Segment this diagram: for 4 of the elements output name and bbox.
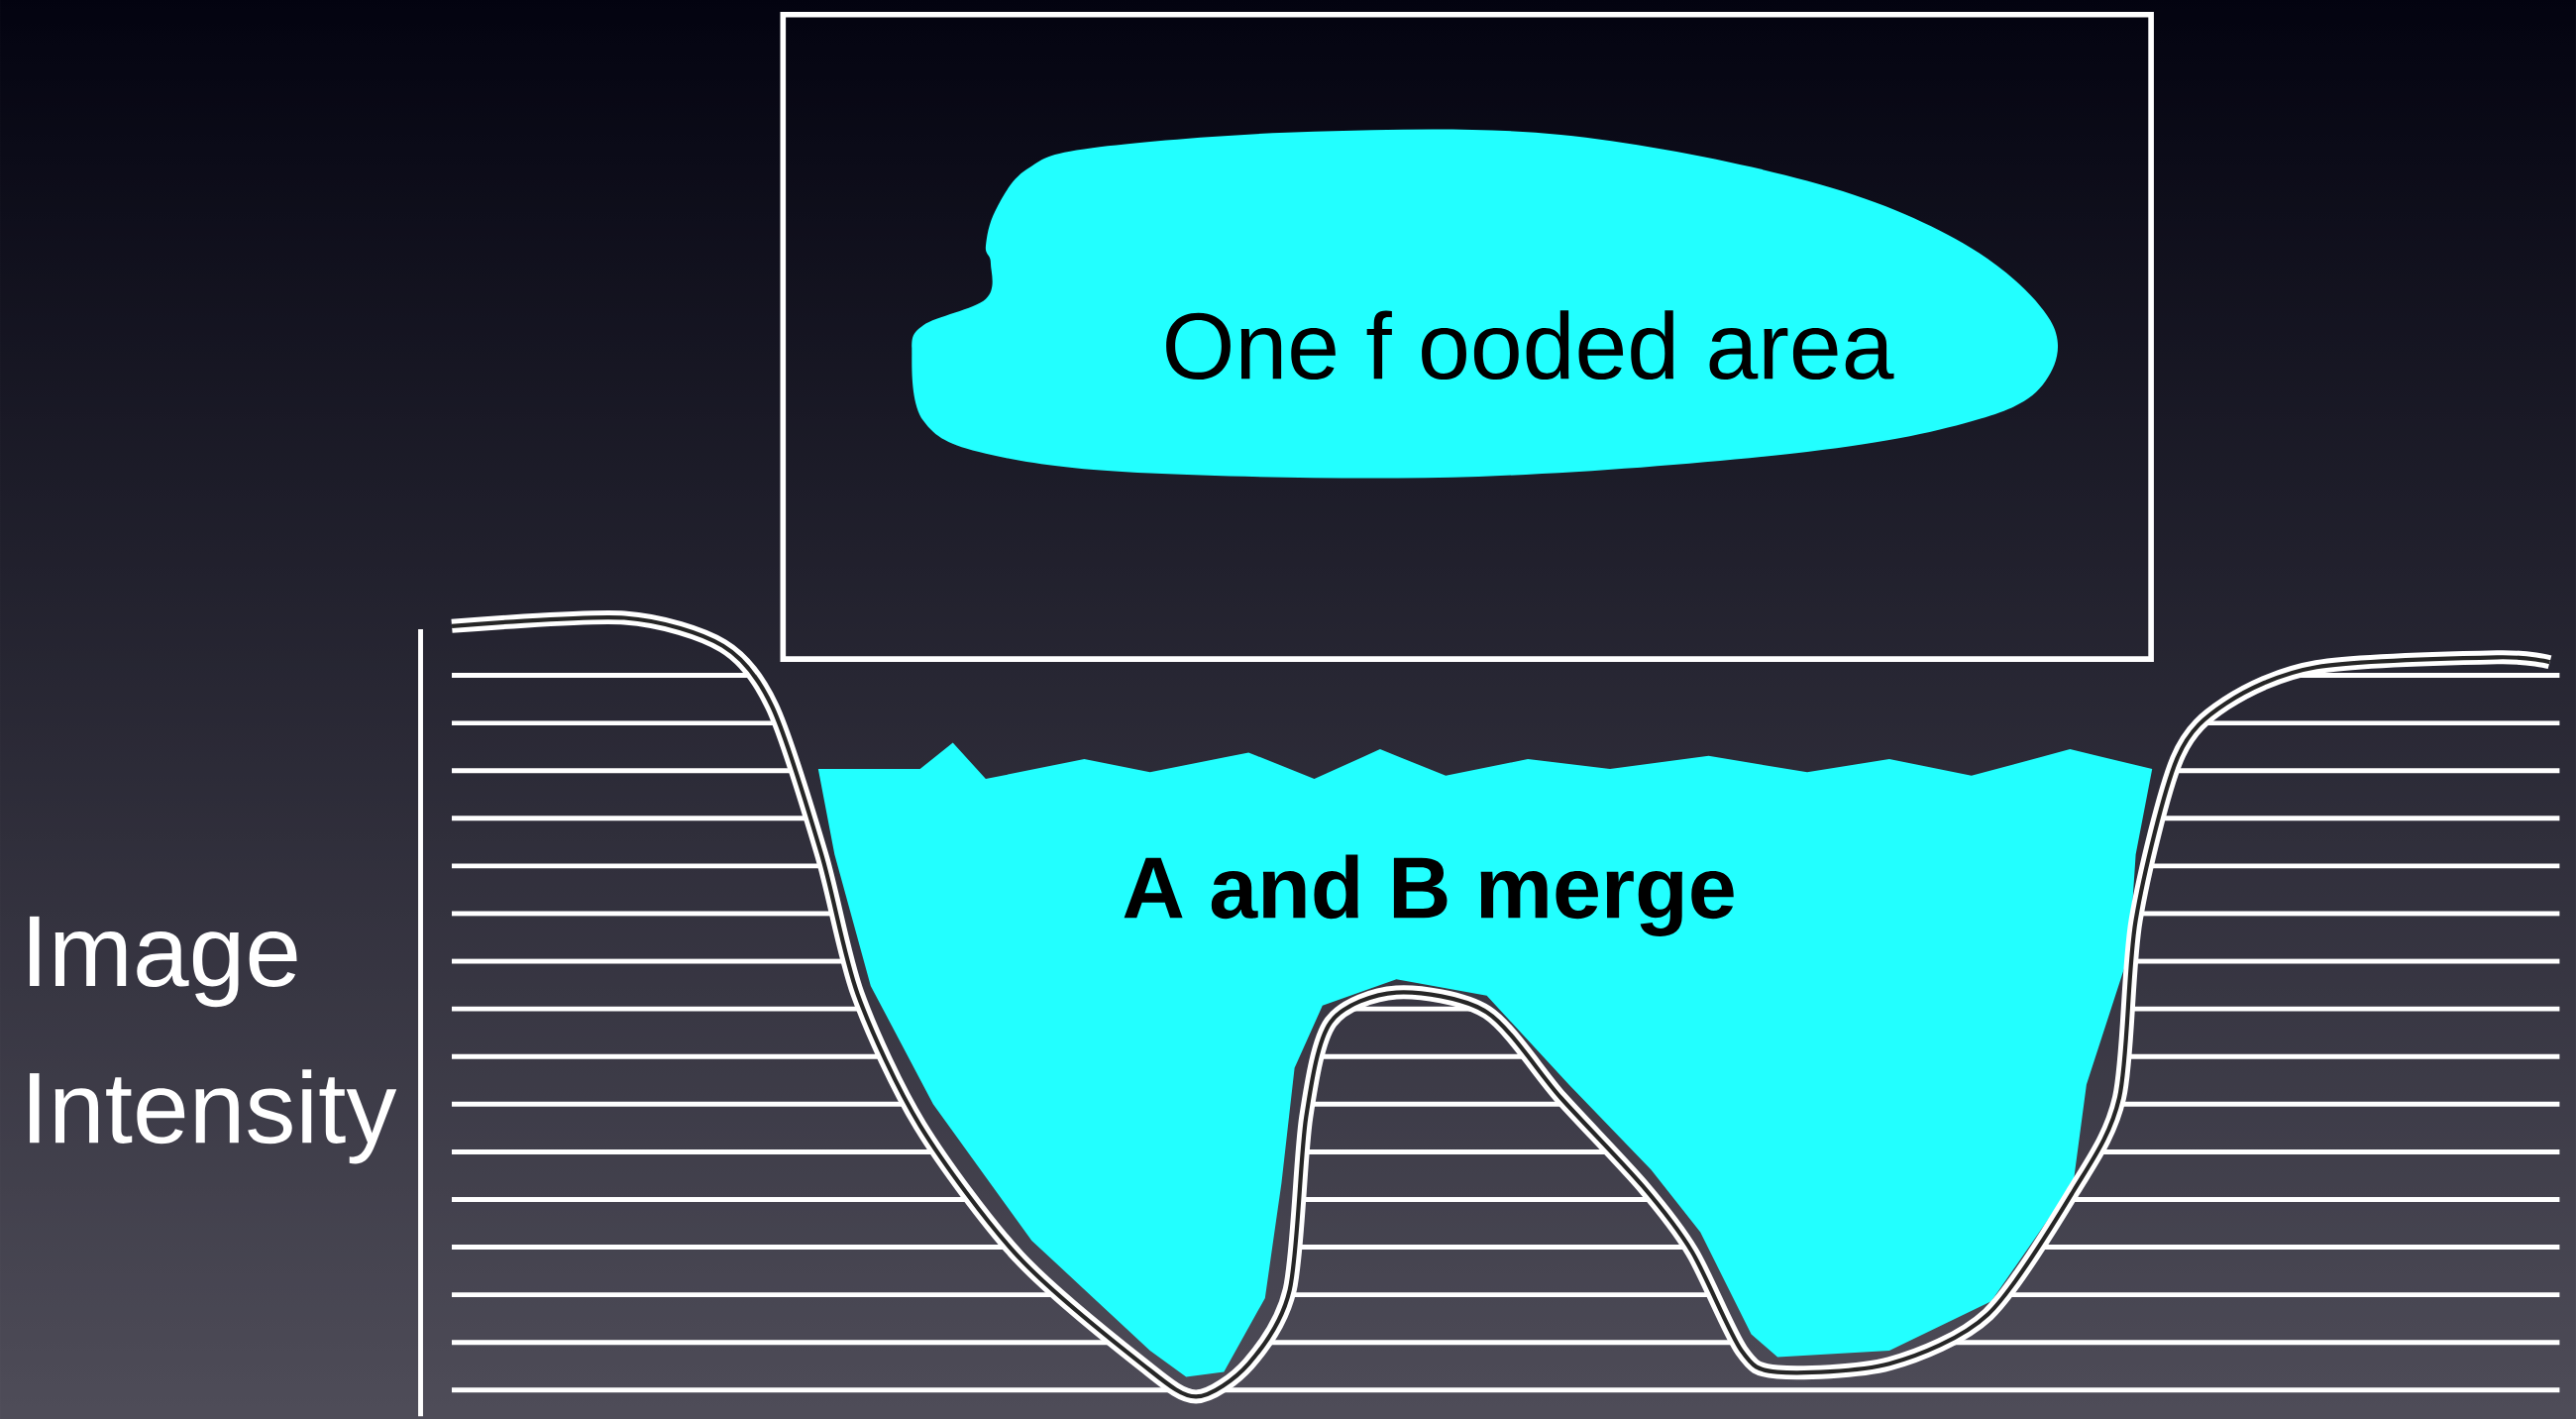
frame-box — [780, 11, 2154, 662]
flooded-region: One f ooded area — [912, 129, 2058, 479]
flooded-region: A and B merge — [817, 742, 2153, 1377]
axis-label: Image Intensity — [30, 916, 397, 1164]
